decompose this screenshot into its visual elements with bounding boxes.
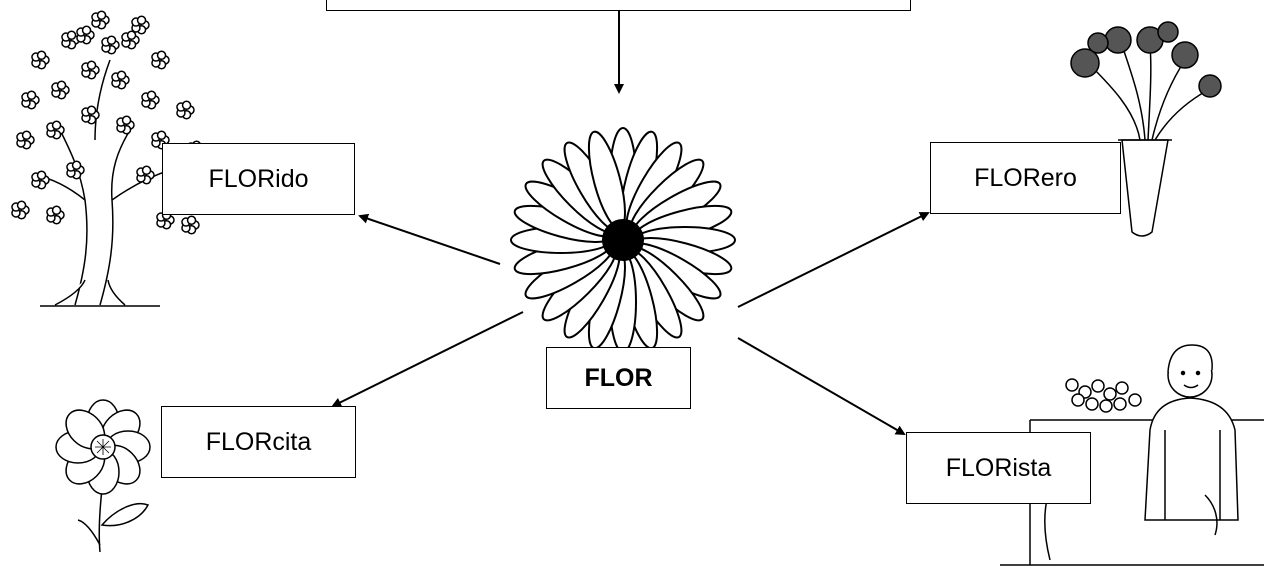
connector-arrows [331,11,930,436]
tree-blossom [66,30,77,40]
arrow-flor-to-florista [737,337,906,436]
root-word-label: FLOR [584,363,653,392]
top-source-box [326,0,911,11]
daisy-flower-icon [510,127,736,353]
tree-blossom [156,130,167,140]
florist-icon [1000,344,1264,566]
tree-blossom [86,60,97,70]
word-box-florcita: FLORcita [161,406,356,478]
tree-blossom [16,200,27,210]
word-box-florido: FLORido [162,143,355,215]
small-flower-icon [55,399,151,553]
tree-blossom [141,165,152,175]
word-box-florista: FLORista [906,432,1091,504]
word-label-florero: FLORero [974,163,1077,192]
tree-blossom [51,120,62,130]
tree-blossom [36,50,47,60]
tree-blossom [126,30,137,40]
root-word-box: FLOR [546,347,691,409]
tree-blossom [56,80,67,90]
word-label-florista: FLORista [945,453,1052,482]
tree-blossom [26,90,37,100]
word-label-florcita: FLORcita [205,427,312,456]
tree-blossom [136,15,147,25]
tree-blossom [81,25,92,35]
word-label-florido: FLORido [208,164,309,193]
tree-blossom [186,215,197,225]
flower-vase-icon [1070,21,1222,237]
daisy-center [602,219,644,261]
tree-blossom [121,115,132,125]
tree-blossom [86,105,97,115]
tree-blossom [71,160,82,170]
arrow-flor-to-florcita [331,311,524,407]
tree-blossom [181,100,192,110]
tree-blossom [96,10,107,20]
tree-blossom [156,50,167,60]
tree-blossom [106,35,117,45]
tree-blossom [36,170,47,180]
tree-blossom [146,90,157,100]
arrow-flor-to-florero [737,212,930,308]
tree-blossom [51,205,62,215]
arrow-flor-to-florido [358,213,501,265]
word-box-florero: FLORero [930,142,1121,214]
tree-blossom [21,130,32,140]
flowering-tree-icon [11,10,205,307]
tree-blossom [116,70,127,80]
